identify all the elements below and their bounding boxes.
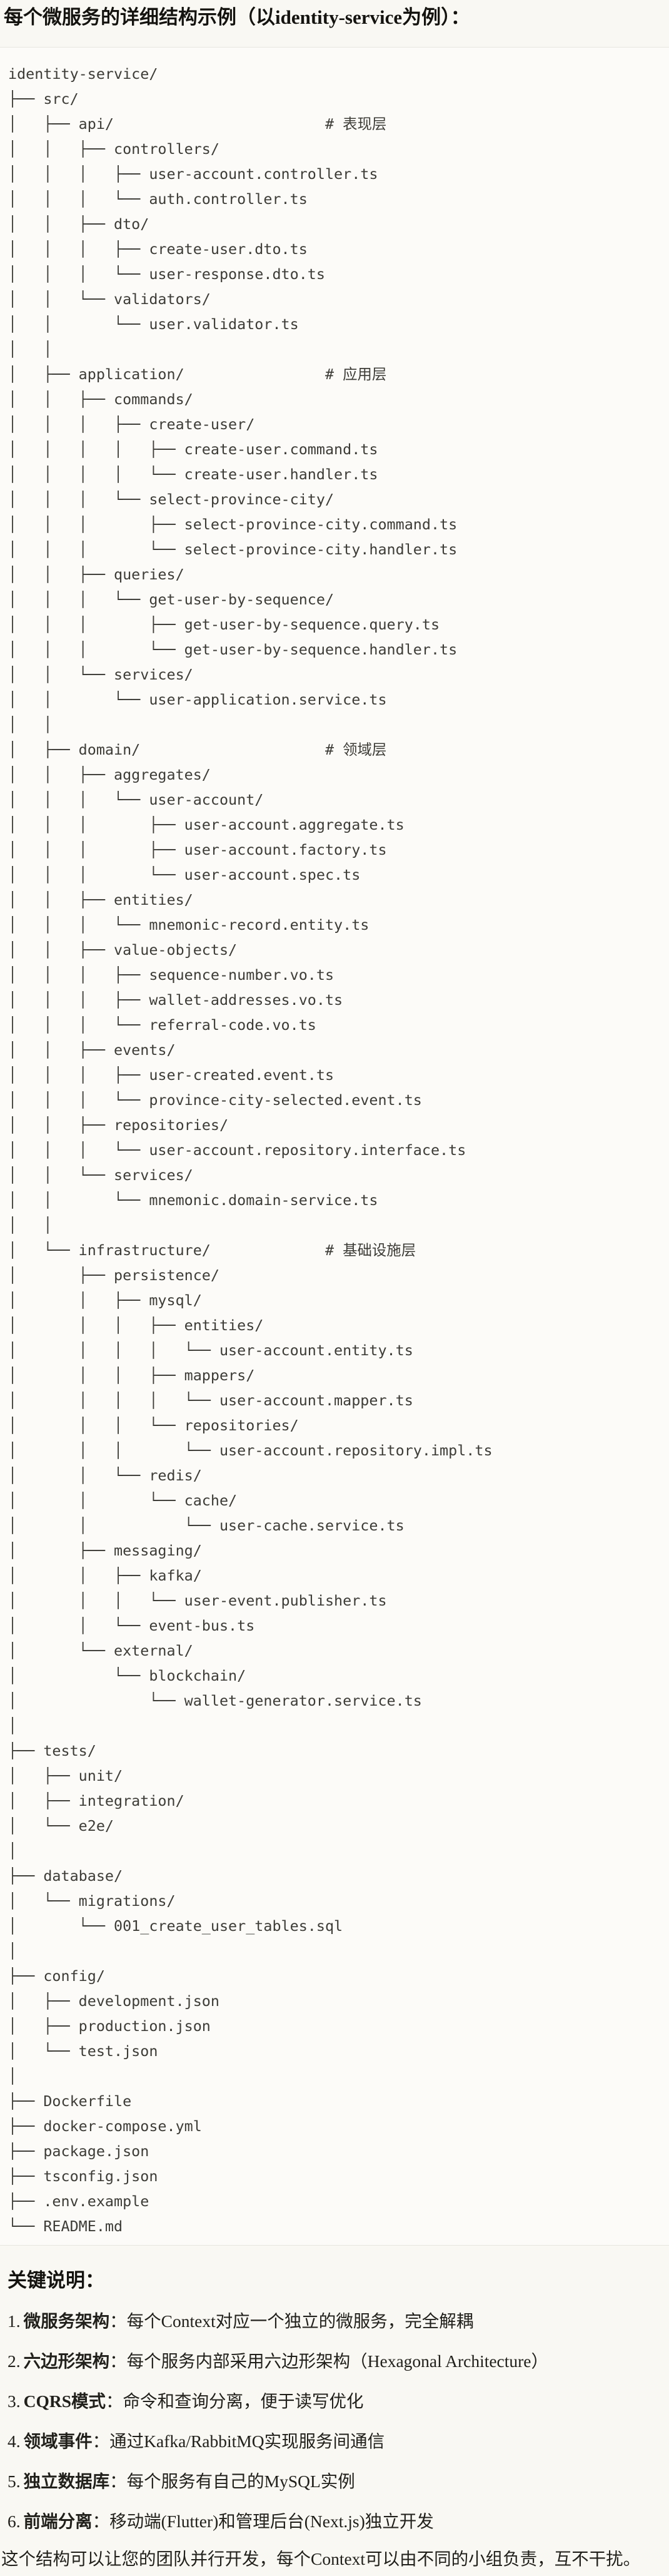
note-colon: ： bbox=[106, 2391, 123, 2411]
note-colon: ： bbox=[109, 2351, 127, 2371]
note-description: 每个服务有自己的MySQL实例 bbox=[126, 2472, 355, 2491]
note-item: 4.领域事件：通过Kafka/RabbitMQ实现服务间通信 bbox=[8, 2430, 661, 2453]
note-item: 3.CQRS模式：命令和查询分离，便于读写优化 bbox=[8, 2390, 661, 2413]
note-colon: ： bbox=[109, 2311, 127, 2331]
note-number: 3. bbox=[8, 2391, 21, 2411]
note-term: 领域事件 bbox=[23, 2431, 93, 2451]
note-description: 移动端(Flutter)和管理后台(Next.js)独立开发 bbox=[109, 2512, 434, 2531]
note-number: 5. bbox=[8, 2472, 21, 2491]
note-colon: ： bbox=[109, 2472, 127, 2491]
note-colon: ： bbox=[92, 2431, 110, 2451]
note-description: 命令和查询分离，便于读写优化 bbox=[123, 2391, 364, 2411]
note-number: 1. bbox=[8, 2311, 21, 2331]
directory-tree-code-block: identity-service/ ├── src/ │ ├── api/ # … bbox=[0, 47, 669, 2246]
notes-heading: 关键说明： bbox=[8, 2269, 104, 2291]
key-notes-section: 关键说明： 1.微服务架构：每个Context对应一个独立的微服务，完全解耦 2… bbox=[0, 2268, 669, 2571]
note-description: 通过Kafka/RabbitMQ实现服务间通信 bbox=[109, 2431, 385, 2451]
note-description: 每个Context对应一个独立的微服务，完全解耦 bbox=[126, 2311, 474, 2331]
note-item: 6.前端分离：移动端(Flutter)和管理后台(Next.js)独立开发 bbox=[8, 2510, 661, 2533]
note-term: 独立数据库 bbox=[23, 2472, 110, 2491]
note-term: 前端分离 bbox=[23, 2512, 93, 2531]
note-item: 1.微服务架构：每个Context对应一个独立的微服务，完全解耦 bbox=[8, 2309, 661, 2333]
note-term: 微服务架构 bbox=[23, 2311, 110, 2331]
note-item: 5.独立数据库：每个服务有自己的MySQL实例 bbox=[8, 2470, 661, 2493]
notes-list: 1.微服务架构：每个Context对应一个独立的微服务，完全解耦 2.六边形架构… bbox=[8, 2309, 661, 2533]
note-number: 4. bbox=[8, 2431, 21, 2451]
note-colon: ： bbox=[92, 2512, 110, 2531]
note-number: 6. bbox=[8, 2512, 21, 2531]
note-description: 每个服务内部采用六边形架构（Hexagonal Architecture） bbox=[126, 2351, 549, 2371]
note-term: CQRS模式 bbox=[23, 2391, 106, 2411]
page-title: 每个微服务的详细结构示例（以identity-service为例）： bbox=[4, 6, 470, 28]
note-term: 六边形架构 bbox=[23, 2351, 110, 2371]
closing-paragraph: 这个结构可以让您的团队并行开发，每个Context可以由不同的小组负责，互不干扰… bbox=[1, 2549, 641, 2568]
note-number: 2. bbox=[8, 2351, 21, 2371]
note-item: 2.六边形架构：每个服务内部采用六边形架构（Hexagonal Architec… bbox=[8, 2349, 661, 2373]
